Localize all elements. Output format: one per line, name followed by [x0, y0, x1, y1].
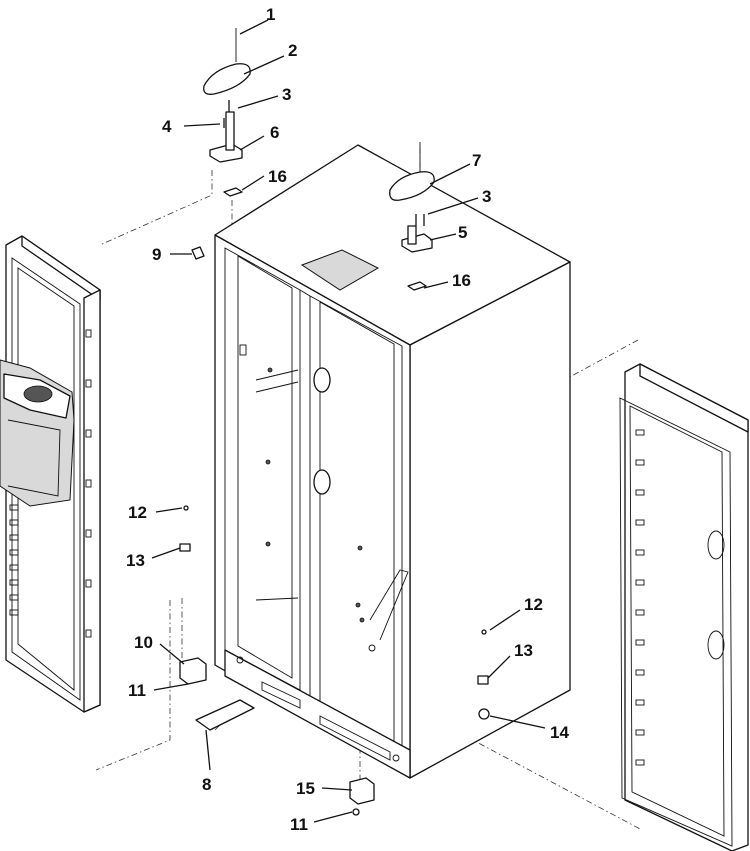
callout-7: 7 — [472, 151, 481, 170]
hinge-cover-left — [203, 63, 251, 95]
callout-3-right: 3 — [482, 187, 491, 206]
callout-6: 6 — [270, 123, 279, 142]
cabinet — [214, 144, 571, 779]
callout-15: 15 — [296, 779, 315, 798]
callout-13-right: 13 — [514, 641, 533, 660]
fresh-food-door — [619, 363, 749, 851]
bottom-hinge-parts — [179, 505, 490, 816]
callout-14: 14 — [550, 723, 569, 742]
callout-13: 13 — [126, 551, 145, 570]
bottom-hinge-left — [179, 657, 207, 685]
callout-5: 5 — [458, 223, 467, 242]
toe-plate — [195, 699, 255, 731]
callout-8: 8 — [202, 775, 211, 794]
shim-right — [407, 281, 427, 291]
door-stop-9 — [191, 246, 205, 260]
callout-3: 3 — [282, 85, 291, 104]
callout-1: 1 — [266, 5, 275, 24]
callout-11: 11 — [128, 681, 146, 700]
callout-11-right: 11 — [290, 815, 308, 834]
door-bin-slots — [635, 429, 645, 766]
shim-left — [223, 187, 243, 197]
callout-12-right: 12 — [524, 595, 543, 614]
callout-9: 9 — [152, 245, 161, 264]
leader-lines — [151, 19, 546, 823]
hinge-parts-left — [191, 28, 251, 260]
callout-12: 12 — [128, 503, 147, 522]
callout-4: 4 — [162, 117, 172, 136]
callout-16-right: 16 — [452, 271, 471, 290]
callout-labels: 1 2 3 4 6 16 9 7 3 5 16 12 13 10 11 8 12… — [126, 5, 569, 834]
bottom-hinge-right — [349, 777, 375, 805]
callout-10: 10 — [134, 633, 153, 652]
door-shelf-holes — [9, 329, 92, 638]
callout-16: 16 — [268, 167, 287, 186]
freezer-door — [0, 235, 101, 713]
callout-2: 2 — [288, 41, 297, 60]
